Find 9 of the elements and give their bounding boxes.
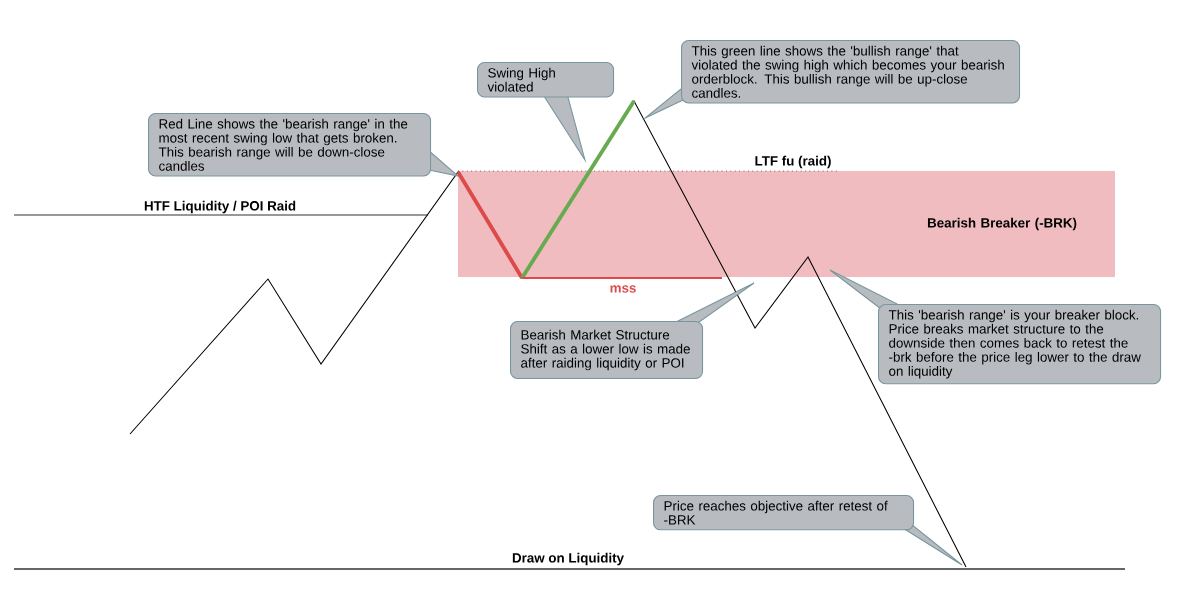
callout-bubble: This green line shows the 'bullish range' that violated the swing high which becomes your bearish orderblock. This bullish range will be up-close candles.: [641, 40, 1021, 121]
callout-bubble: Swing High violated: [477, 62, 615, 164]
zone-label: mss: [610, 285, 636, 293]
callout-bubble: Red Line shows the 'bearish range' in the most recent swing low that gets broken. This bearish range will be down-close candles: [148, 113, 460, 177]
callout-bubble: Price reaches objective after retest of -BRK: [653, 495, 963, 566]
callout-bubble: This 'bearish range' is your breaker block. Price breaks market structure to the downside then comes back to retest the -brk before the price leg lower to the draw on liquidity: [829, 269, 1162, 385]
breaker-zone: Bearish Breaker (-BRK): [458, 171, 1115, 277]
level-label: Draw on Liquidity: [512, 552, 624, 566]
level-label: HTF Liquidity / POI Raid: [144, 200, 296, 214]
